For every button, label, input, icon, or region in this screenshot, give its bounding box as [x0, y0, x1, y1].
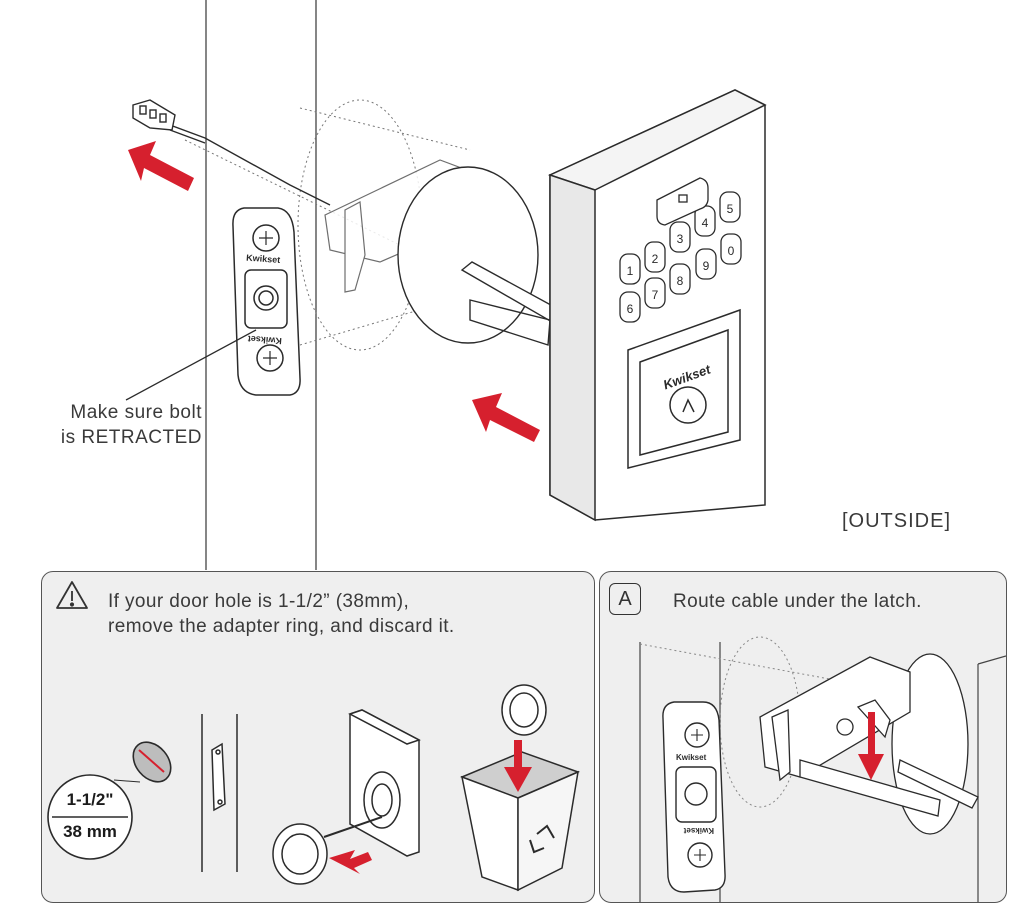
- bolt-retracted-callout: Make sure bolt is RETRACTED: [30, 400, 202, 450]
- lock-key: [656, 177, 709, 226]
- svg-text:Kwikset: Kwikset: [247, 334, 282, 346]
- keypad-key-7: 7: [644, 277, 666, 309]
- route-cable-illustration: Kwikset Kwikset: [639, 636, 1006, 902]
- measurement-inches: 1-1/2": [66, 790, 114, 809]
- door-slab-adapter-ring: [272, 709, 421, 885]
- keypad-key-label: 7: [652, 288, 659, 302]
- outside-label: [OUTSIDE]: [842, 510, 952, 532]
- key-cylinder-plate: Kwikset: [627, 308, 741, 469]
- keypad-key-label: 1: [627, 264, 634, 278]
- keypad-keys: 1 2 3 4 5 6 7 8 9 0: [619, 191, 742, 323]
- svg-text:Kwikset: Kwikset: [246, 253, 281, 265]
- warning-line-2: remove the adapter ring, and discard it.: [108, 616, 455, 637]
- deadbolt-installation-diagram: Kwikset Kwikset 1 2 3 4 5 6 7 8 9 0 Kwikset: [125, 0, 767, 570]
- keypad-key-label: 3: [677, 232, 684, 246]
- callout-line-1: Make sure bolt: [70, 402, 202, 423]
- arrow-remove-ring: [329, 850, 372, 874]
- door-edge-hole: [201, 714, 238, 872]
- keypad-key-label: 4: [702, 216, 709, 230]
- keypad-key-6: 6: [619, 291, 641, 323]
- warning-panel-illustration: [47, 581, 581, 892]
- keypad-key-4: 4: [694, 205, 716, 237]
- keypad-key-1: 1: [619, 253, 641, 285]
- hole-diameter-gauge: [47, 741, 172, 860]
- keypad-key-label: 9: [703, 259, 710, 273]
- keypad-key-8: 8: [669, 263, 691, 295]
- cable-connector: [132, 99, 331, 206]
- keypad-key-2: 2: [644, 241, 666, 273]
- keypad-key-label: 5: [727, 202, 734, 216]
- keypad-key-label: 0: [728, 244, 735, 258]
- keypad-key-label: 6: [627, 302, 634, 316]
- keypad-key-5: 5: [719, 191, 741, 223]
- arrow-discard-ring: [504, 740, 532, 792]
- route-instruction: Route cable under the latch.: [673, 591, 922, 612]
- keypad-key-0: 0: [720, 233, 742, 265]
- warning-triangle-icon: [56, 581, 88, 609]
- warning-message: If your door hole is 1-1/2” (38mm), remo…: [108, 589, 455, 639]
- keypad-key-3: 3: [669, 221, 691, 253]
- adapter-ring-warning-panel: If your door hole is 1-1/2” (38mm), remo…: [41, 571, 595, 903]
- keypad-key-label: 8: [677, 274, 684, 288]
- latch-faceplate-route: Kwikset Kwikset: [662, 701, 726, 893]
- mounting-disc: [397, 166, 539, 344]
- measurement-mm: 38 mm: [63, 822, 117, 841]
- step-a-badge: A: [609, 583, 641, 615]
- latch-faceplate: Kwikset Kwikset: [232, 207, 301, 396]
- callout-leader: [125, 329, 257, 401]
- trash-bin: [459, 684, 581, 892]
- svg-text:Kwikset: Kwikset: [683, 826, 714, 835]
- door-edge: [205, 0, 317, 570]
- svg-text:Kwikset: Kwikset: [676, 753, 707, 762]
- keypad-key-9: 9: [695, 248, 717, 280]
- warning-line-1: If your door hole is 1-1/2” (38mm),: [108, 591, 410, 612]
- callout-line-2: is RETRACTED: [60, 427, 202, 448]
- direction-arrows: [128, 141, 540, 442]
- recycle-icon: [529, 824, 555, 854]
- route-cable-panel: Kwikset Kwikset A Route cable under the …: [599, 571, 1007, 903]
- arrow-cable-out: [128, 141, 194, 191]
- keypad-key-label: 2: [652, 252, 659, 266]
- arrow-exterior-in: [472, 393, 540, 442]
- arrow-route-down: [858, 712, 884, 780]
